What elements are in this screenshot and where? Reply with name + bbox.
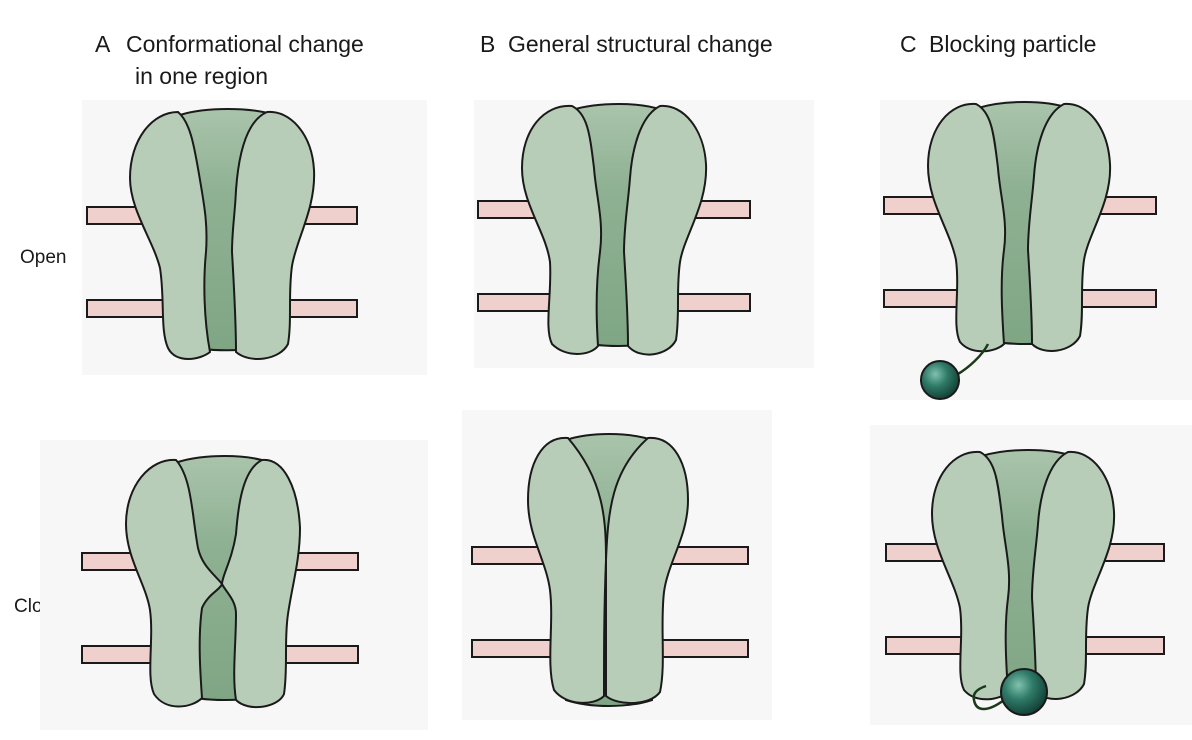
blocking-particle <box>972 668 1048 716</box>
right-subunit <box>1026 102 1112 352</box>
tether <box>957 343 990 376</box>
right-subunit <box>1030 450 1116 700</box>
panel-c-closed <box>870 425 1192 725</box>
left-subunit <box>128 110 212 360</box>
right-subunit <box>230 110 316 360</box>
channel-open <box>926 101 1112 353</box>
row-label-open: Open <box>20 247 66 268</box>
column-b-title-line1: General structural change <box>508 31 773 57</box>
channel-closed-constriction <box>124 455 302 709</box>
panel-b-closed <box>462 410 772 720</box>
column-c-title-line1: Blocking particle <box>929 31 1096 57</box>
blocking-particle <box>920 343 990 400</box>
panel-a-open <box>82 100 427 375</box>
right-subunit <box>604 436 690 705</box>
column-heading-b: B General structural change <box>480 31 773 57</box>
left-subunit <box>520 104 603 355</box>
column-a-title-line1: Conformational change <box>126 31 364 57</box>
panel-c-open <box>880 100 1192 400</box>
particle-ball <box>920 360 960 400</box>
panel-b-open <box>474 100 814 368</box>
channel-open <box>520 103 708 356</box>
channel-open <box>128 108 316 360</box>
particle-ball <box>1000 668 1048 716</box>
column-c-letter: C <box>900 31 917 57</box>
column-heading-a: A Conformational change in one region <box>95 31 364 89</box>
left-subunit <box>930 450 1011 701</box>
channel-closed-blocked <box>930 449 1116 701</box>
tether <box>972 684 1005 711</box>
column-a-letter: A <box>95 31 111 57</box>
left-subunit <box>926 102 1007 353</box>
column-a-title-line2: in one region <box>135 63 268 89</box>
left-subunit <box>124 458 224 708</box>
panel-a-closed <box>40 440 428 730</box>
column-heading-c: C Blocking particle <box>900 31 1096 57</box>
column-b-letter: B <box>480 31 495 57</box>
channel-closed-collapsed <box>526 433 690 707</box>
right-subunit <box>622 104 708 356</box>
right-subunit <box>220 458 302 709</box>
